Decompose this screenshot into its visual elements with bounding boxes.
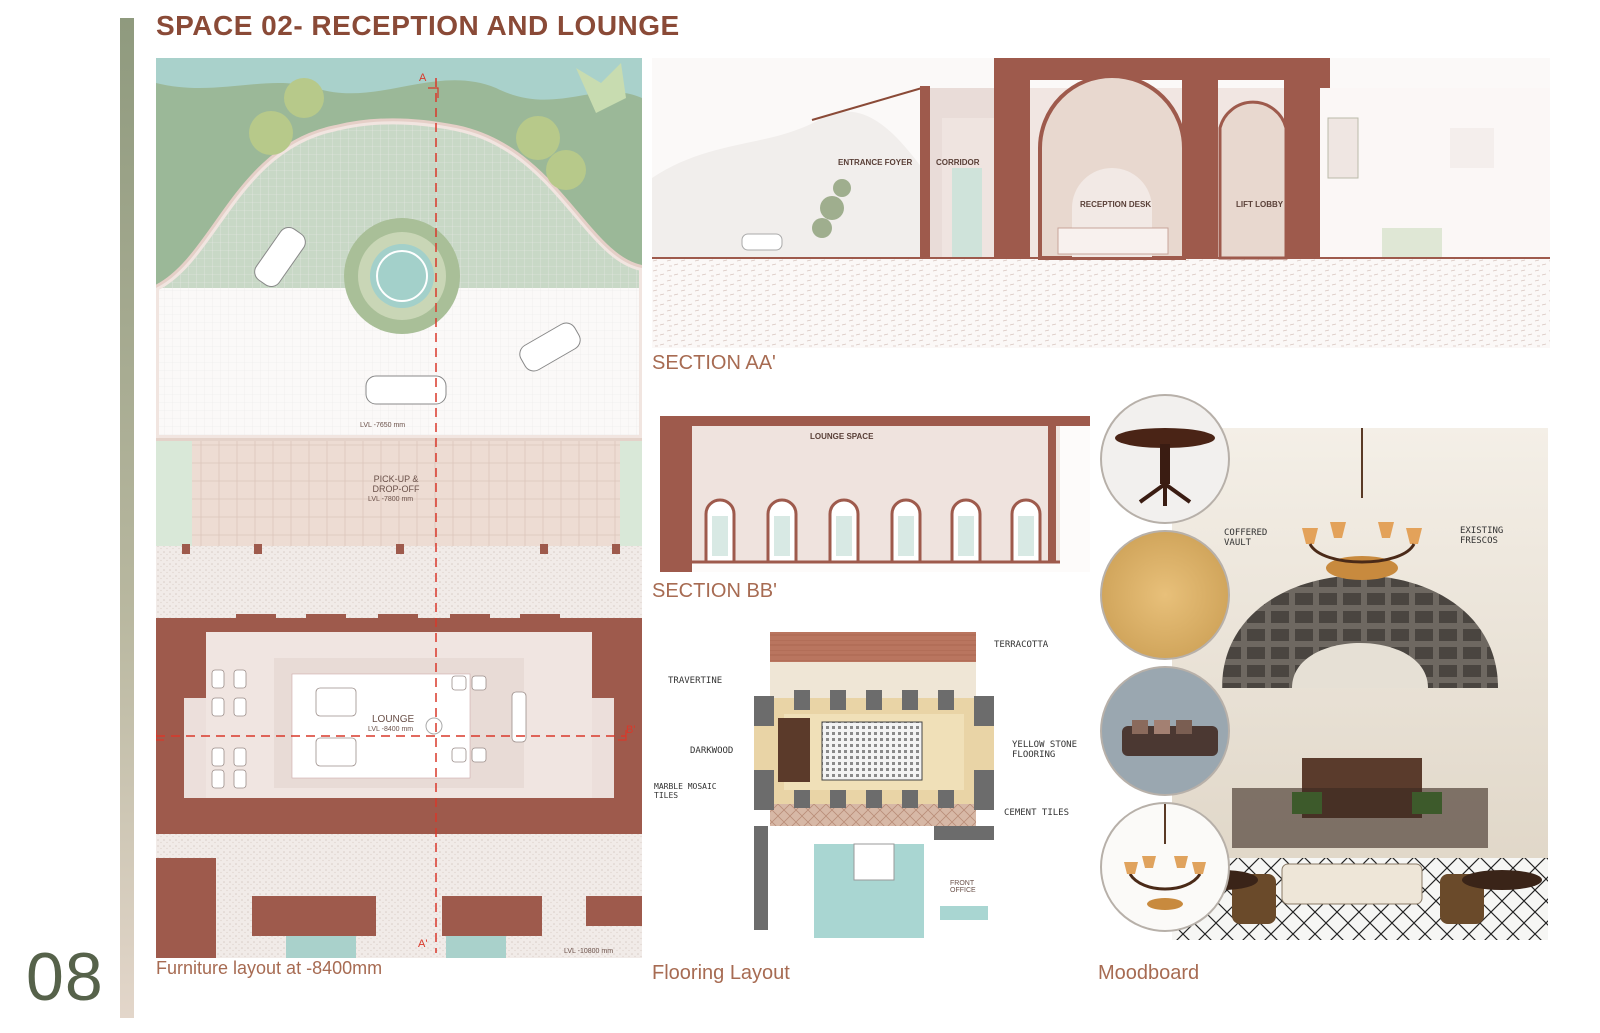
section-aa-caption: SECTION AA' — [652, 352, 776, 374]
note-marble-mosaic: MARBLE MOSAIC TILES — [654, 782, 717, 800]
note-coffered-vault: COFFERED VAULT — [1224, 528, 1268, 548]
section-aa-svg — [652, 58, 1550, 348]
section-aa-drawing: ENTRANCE FOYER CORRIDOR RECEPTION DESK L… — [652, 58, 1550, 348]
note-cement-tiles: CEMENT TILES — [1004, 808, 1070, 818]
flooring-drawing: FRONT OFFICE — [754, 630, 994, 940]
label-lounge-space: LOUNGE SPACE — [810, 432, 874, 441]
sidebar-bar — [120, 18, 134, 1018]
label-reception-desk: RECEPTION DESK — [1080, 200, 1152, 209]
plan-drawing — [156, 58, 642, 958]
note-yellow-stone: YELLOW STONE FLOORING — [1012, 740, 1078, 760]
swatch-sofa — [1100, 666, 1230, 796]
lounge-level: LVL -8400 mm — [368, 726, 414, 733]
label-lift-lobby: LIFT LOBBY — [1236, 200, 1284, 209]
note-terracotta: TERRACOTTA — [994, 640, 1049, 650]
level-court: LVL -7650 mm — [360, 422, 406, 429]
level-bottom: LVL -10800 mm — [564, 948, 614, 955]
label-entrance-foyer: ENTRANCE FOYER — [838, 158, 913, 167]
note-existing-frescos: EXISTING FRESCOS — [1460, 526, 1504, 546]
swatch-table — [1100, 394, 1230, 524]
chandelier-icon — [1124, 804, 1206, 910]
flooring-caption: Flooring Layout — [652, 962, 790, 984]
table-icon — [1115, 428, 1215, 506]
pickup-label: PICK-UP & DROP-OFF — [372, 474, 420, 494]
moodboard-svg — [1172, 428, 1548, 940]
section-bb-svg — [660, 416, 1090, 572]
plan-caption: Furniture layout at -8400mm — [156, 958, 383, 978]
flooring-svg — [754, 632, 994, 938]
swatch-yellow-stone — [1100, 530, 1230, 660]
section-a2-marker: A' — [418, 938, 428, 950]
moodboard-render: COFFERED VAULT EXISTING FRESCOS — [1172, 428, 1548, 940]
page-number: 08 — [26, 939, 104, 1015]
note-travertine: TRAVERTINE — [668, 676, 723, 686]
pickup-level: LVL -7800 mm — [368, 496, 414, 503]
sofa-icon — [1122, 720, 1218, 756]
room-front-office: FRONT OFFICE — [950, 880, 976, 894]
section-a-marker: A — [419, 72, 427, 84]
label-corridor: CORRIDOR — [936, 158, 980, 167]
moodboard-caption: Moodboard — [1098, 962, 1200, 984]
section-b2-marker: B' — [626, 724, 636, 736]
furniture-plan: A A' B B' LVL -7650 mm PICK-UP & DROP-OF… — [156, 58, 642, 958]
page-title: SPACE 02- RECEPTION AND LOUNGE — [156, 10, 680, 41]
section-bb-caption: SECTION BB' — [652, 580, 777, 602]
section-bb-drawing: LOUNGE SPACE — [660, 416, 1090, 572]
lounge-label: LOUNGE — [372, 714, 415, 725]
swatch-chandelier — [1100, 802, 1230, 932]
note-darkwood: DARKWOOD — [690, 746, 734, 756]
